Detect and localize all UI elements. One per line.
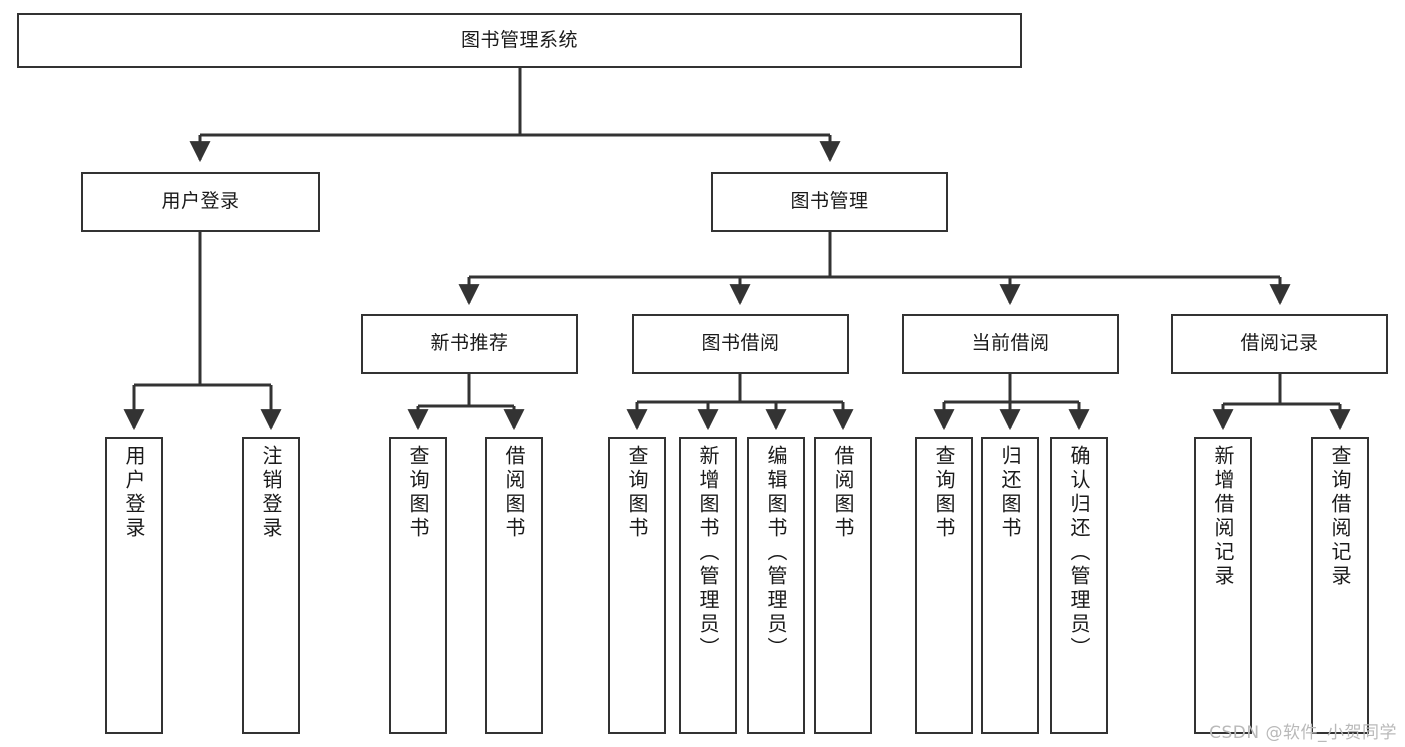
node-root-label: 图书管理系统 [460,28,578,51]
leaf-current-confirm-return-admin[interactable]: 确认归还（管理员） [1050,437,1108,734]
leaf-label: 借阅图书 [502,445,526,541]
node-borrow-record[interactable]: 借阅记录 [1171,314,1388,374]
leaf-label: 查询图书 [932,445,956,541]
node-book-management-label: 图书管理 [790,190,869,213]
node-current-borrow-label: 当前借阅 [971,332,1050,355]
leaf-borrow-query-book[interactable]: 查询图书 [608,437,666,734]
node-user-login-label: 用户登录 [161,190,240,213]
node-current-borrow[interactable]: 当前借阅 [902,314,1119,374]
leaf-user-login-signout[interactable]: 注销登录 [242,437,300,734]
leaf-label: 编辑图书（管理员） [764,445,788,661]
node-new-book-recommend[interactable]: 新书推荐 [361,314,578,374]
leaf-label: 用户登录 [122,445,146,541]
leaf-label: 注销登录 [259,445,283,541]
node-book-management[interactable]: 图书管理 [711,172,948,232]
leaf-label: 新增图书（管理员） [696,445,720,661]
watermark-text: CSDN @软件_小贺同学 [1209,723,1397,743]
node-new-book-recommend-label: 新书推荐 [430,332,509,355]
leaf-user-login-signin[interactable]: 用户登录 [105,437,163,734]
node-book-borrow[interactable]: 图书借阅 [632,314,849,374]
leaf-current-query-book[interactable]: 查询图书 [915,437,973,734]
leaf-new-book-borrow[interactable]: 借阅图书 [485,437,543,734]
leaf-label: 查询图书 [406,445,430,541]
leaf-label: 确认归还（管理员） [1067,445,1091,661]
leaf-record-add[interactable]: 新增借阅记录 [1194,437,1252,734]
node-user-login[interactable]: 用户登录 [81,172,320,232]
node-book-borrow-label: 图书借阅 [701,332,780,355]
leaf-borrow-add-book-admin[interactable]: 新增图书（管理员） [679,437,737,734]
node-root[interactable]: 图书管理系统 [17,13,1022,68]
leaf-borrow-edit-book-admin[interactable]: 编辑图书（管理员） [747,437,805,734]
leaf-new-book-query[interactable]: 查询图书 [389,437,447,734]
leaf-label: 查询图书 [625,445,649,541]
leaf-label: 借阅图书 [831,445,855,541]
leaf-label: 归还图书 [998,445,1022,541]
leaf-record-query[interactable]: 查询借阅记录 [1311,437,1369,734]
leaf-label: 新增借阅记录 [1211,445,1235,589]
leaf-current-return-book[interactable]: 归还图书 [981,437,1039,734]
leaf-label: 查询借阅记录 [1328,445,1352,589]
leaf-borrow-borrow-book[interactable]: 借阅图书 [814,437,872,734]
node-borrow-record-label: 借阅记录 [1240,332,1319,355]
